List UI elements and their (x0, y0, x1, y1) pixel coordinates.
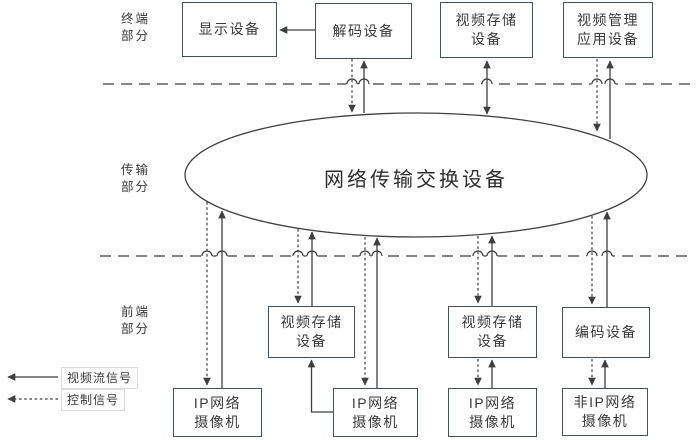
storage-device-left-box: 视频存储 设备 (268, 306, 355, 358)
legend-control-signal-label: 控制信号 (61, 389, 126, 411)
ip-camera-2-box: IP网络 摄像机 (333, 388, 418, 437)
storage-device-right-box: 视频存储 设备 (448, 306, 537, 358)
non-ip-camera-box: 非IP网络 摄像机 (562, 388, 648, 436)
ip-camera-3-box: IP网络 摄像机 (448, 388, 537, 437)
management-device-box: 视频管理 应用设备 (563, 2, 653, 58)
encoder-device-box: 编码设备 (562, 307, 650, 358)
storage-device-top-box: 视频存储 设备 (440, 2, 533, 58)
video-stream-arrows (7, 26, 614, 413)
legend-video-signal-label: 视频流信号 (61, 367, 139, 389)
section-label-terminal: 终端 部分 (121, 12, 151, 43)
ip-camera-1-box: IP网络 摄像机 (173, 388, 262, 437)
decoder-device-box: 解码设备 (315, 3, 412, 59)
section-label-frontend: 前端 部分 (121, 305, 151, 336)
control-signal-arrows (7, 59, 601, 403)
section-label-transport: 传输 部分 (121, 163, 151, 194)
arrow-camera2-to-storage-left (307, 359, 333, 413)
network-hub-label: 网络传输交换设备 (324, 169, 508, 191)
display-device-box: 显示设备 (182, 2, 277, 57)
network-hub-ellipse (184, 112, 648, 238)
